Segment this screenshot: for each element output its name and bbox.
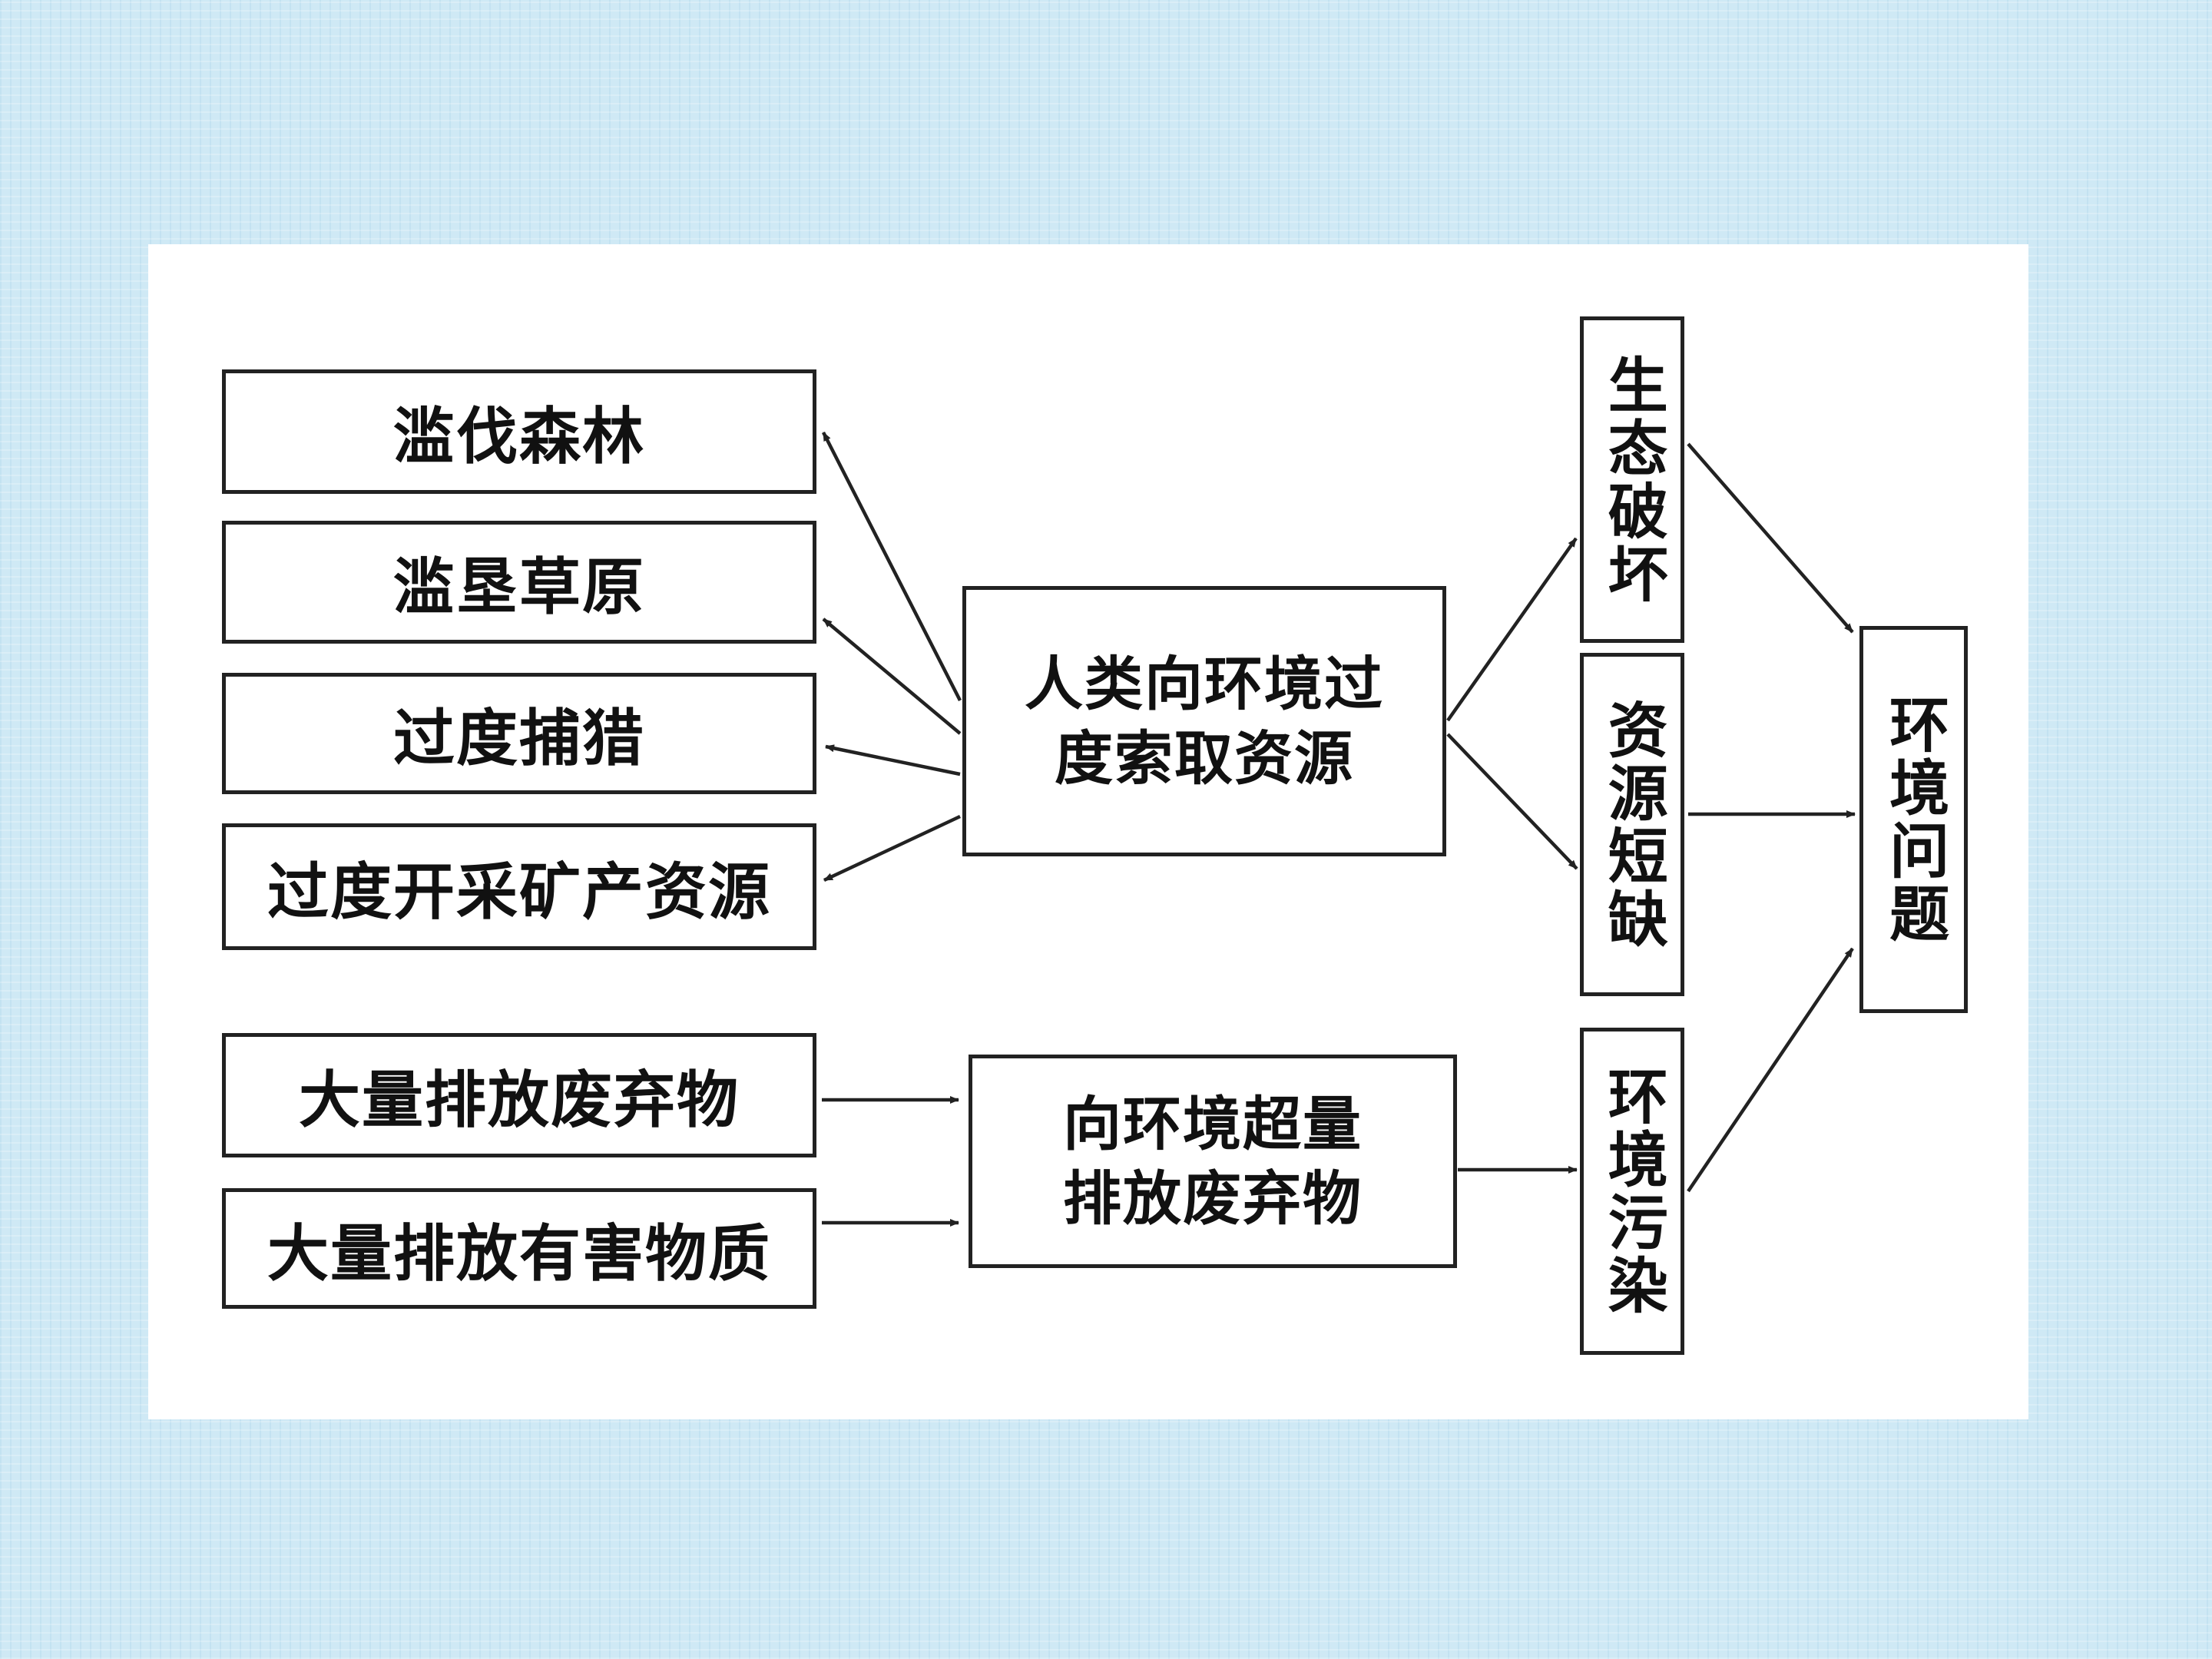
box-overmining-label: 过度开采矿产资源 bbox=[267, 856, 771, 928]
arrow-to-resource-shortage bbox=[1446, 733, 1578, 870]
arrow-to-eco-damage bbox=[1446, 537, 1578, 722]
box-excess-waste: 向环境超量 排放废弃物 bbox=[969, 1055, 1457, 1268]
box-environmental-problem-label: 环境问题 bbox=[1879, 694, 1949, 945]
arrow-eco-to-result bbox=[1687, 442, 1854, 634]
box-pollution-label: 环境污染 bbox=[1598, 1065, 1667, 1317]
box-waste-discharge-label: 大量排放废弃物 bbox=[299, 1065, 740, 1136]
box-resource-shortage-label: 资源短缺 bbox=[1598, 698, 1667, 951]
arrow-to-deforestation bbox=[821, 431, 962, 702]
box-excess-waste-label: 向环境超量 排放废弃物 bbox=[1063, 1089, 1363, 1233]
box-eco-damage-label: 生态破坏 bbox=[1598, 353, 1667, 606]
box-overgrazing: 滥垦草原 bbox=[222, 521, 816, 644]
box-overhunting-label: 过度捕猎 bbox=[393, 703, 645, 774]
box-harmful-discharge-label: 大量排放有害物质 bbox=[267, 1217, 771, 1290]
box-waste-discharge: 大量排放废弃物 bbox=[222, 1033, 816, 1157]
box-eco-damage: 生态破坏 bbox=[1580, 316, 1684, 643]
box-environmental-problem: 环境问题 bbox=[1859, 626, 1968, 1013]
box-harmful-discharge: 大量排放有害物质 bbox=[222, 1188, 816, 1309]
box-overmining: 过度开采矿产资源 bbox=[222, 823, 816, 950]
box-overhunting: 过度捕猎 bbox=[222, 673, 816, 794]
arrow-to-overmining bbox=[823, 814, 961, 882]
box-over-extraction-label: 人类向环境过 度索取资源 bbox=[1025, 649, 1384, 793]
box-overgrazing-label: 滥垦草原 bbox=[393, 551, 645, 623]
arrow-to-overhunting bbox=[825, 744, 961, 777]
box-resource-shortage: 资源短缺 bbox=[1580, 653, 1684, 996]
box-deforestation: 滥伐森林 bbox=[222, 369, 816, 494]
arrow-pollution-to-result bbox=[1687, 947, 1854, 1193]
box-deforestation-label: 滥伐森林 bbox=[393, 401, 645, 472]
box-pollution: 环境污染 bbox=[1580, 1028, 1684, 1355]
box-over-extraction: 人类向环境过 度索取资源 bbox=[962, 586, 1446, 856]
arrow-to-overgrazing bbox=[822, 618, 962, 735]
